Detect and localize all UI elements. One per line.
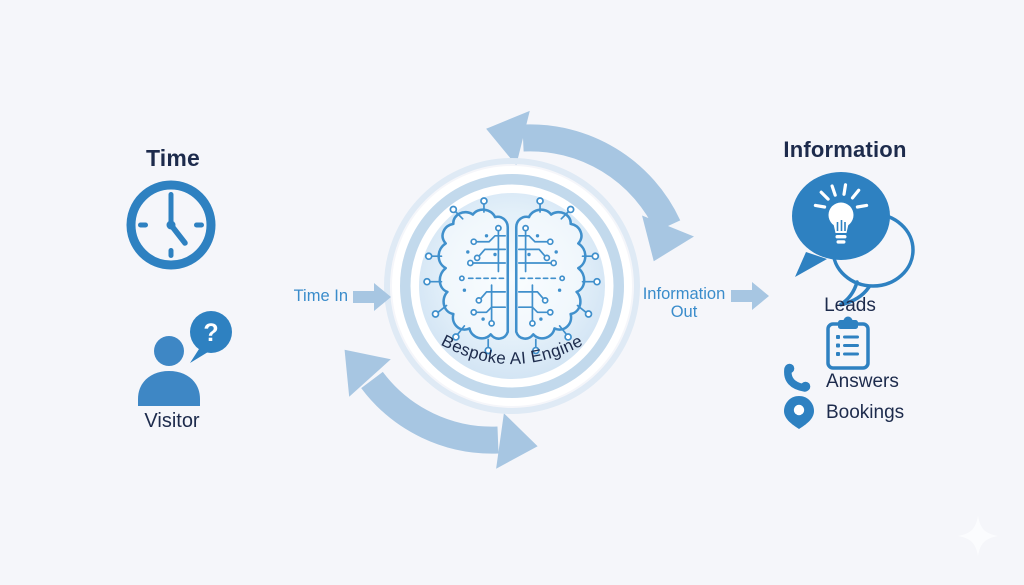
information-out-line1: Information [642,285,726,303]
clock-icon [126,180,216,270]
lightbulb-icon [813,183,869,244]
information-heading: Information [783,137,907,162]
information-out-arrow-icon [731,282,769,310]
sparkle-icon [958,516,998,556]
cycle-arrow-bottom-icon [344,349,538,469]
clipboard-checklist-icon [826,316,870,370]
bookings-label: Bookings [826,402,905,423]
answers-label: Answers [826,371,899,392]
visitor-label: Visitor [144,410,200,432]
circuit-brain-icon [423,196,602,355]
information-out-line2: Out [670,302,698,321]
location-pin-icon [784,396,814,429]
leads-label: Leads [824,295,876,316]
question-mark: ? [203,319,218,347]
person-question-icon: ? [138,311,232,406]
cycle-arrow-top-icon [486,110,694,262]
time-in-label: Time In [293,287,348,305]
phone-icon [784,363,811,392]
time-label: Time [145,145,201,171]
time-in-arrow-icon [353,283,391,311]
engine-circle [384,158,640,414]
speech-bubble-lightbulb-icon [792,172,915,307]
information-out-label: Information Out [632,285,736,321]
